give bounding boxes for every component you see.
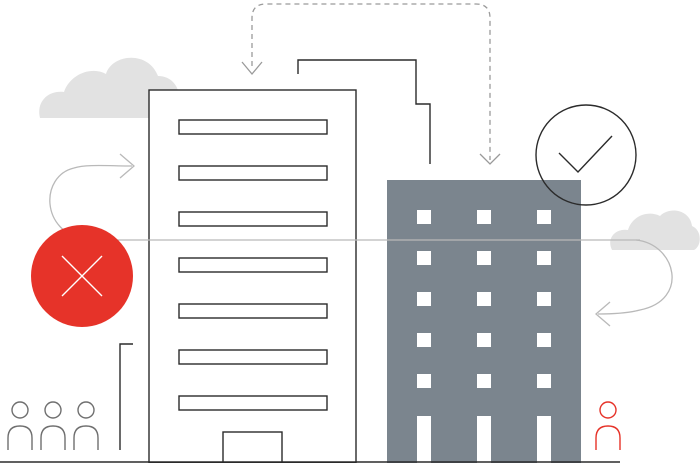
dark-building-windows: [417, 210, 551, 463]
office-door: [222, 431, 283, 463]
dark-building-window: [417, 333, 431, 347]
dark-building-window: [477, 210, 491, 224]
dark-building-door: [537, 416, 551, 463]
dark-building-window: [537, 210, 551, 224]
dark-building-door: [477, 416, 491, 463]
dark-building-window: [477, 292, 491, 306]
dashed-arrowhead-right-icon: [479, 153, 501, 165]
dark-building-window: [417, 210, 431, 224]
dark-building: [387, 180, 581, 463]
office-floor-window: [178, 349, 328, 365]
office-floor-window: [178, 211, 328, 227]
person-icon-red: [595, 401, 621, 450]
office-floor-window: [178, 395, 328, 411]
office-floors: [178, 119, 328, 411]
checkmark-icon: [535, 104, 637, 206]
dark-building-window: [537, 374, 551, 388]
office-building: [148, 89, 357, 463]
office-floor-window: [178, 119, 328, 135]
office-floor-window: [178, 257, 328, 273]
dashed-arrowhead-left-icon: [241, 61, 263, 76]
x-icon: [31, 225, 133, 327]
dark-building-window: [477, 251, 491, 265]
curved-arrow-left-icon: [49, 153, 135, 241]
office-floor-window: [178, 303, 328, 319]
pole-line: [119, 343, 133, 450]
office-floor-window: [178, 165, 328, 181]
dark-building-window: [537, 292, 551, 306]
dark-building-door: [417, 416, 431, 463]
curved-arrow-right-icon: [595, 239, 673, 327]
person-icon: [40, 401, 66, 450]
dark-building-window: [537, 333, 551, 347]
people-group: [7, 401, 99, 450]
dark-building-window: [477, 374, 491, 388]
cloud-icon-left: [39, 57, 179, 118]
back-building-outline: [297, 59, 431, 164]
cloud-icon-right: [610, 210, 700, 250]
dashed-transfer-arrow-icon: [251, 3, 491, 160]
dark-building-window: [537, 251, 551, 265]
person-icon: [73, 401, 99, 450]
dark-building-window: [477, 333, 491, 347]
dark-building-window: [417, 374, 431, 388]
dark-building-window: [417, 292, 431, 306]
dark-building-window: [417, 251, 431, 265]
person-icon: [7, 401, 33, 450]
